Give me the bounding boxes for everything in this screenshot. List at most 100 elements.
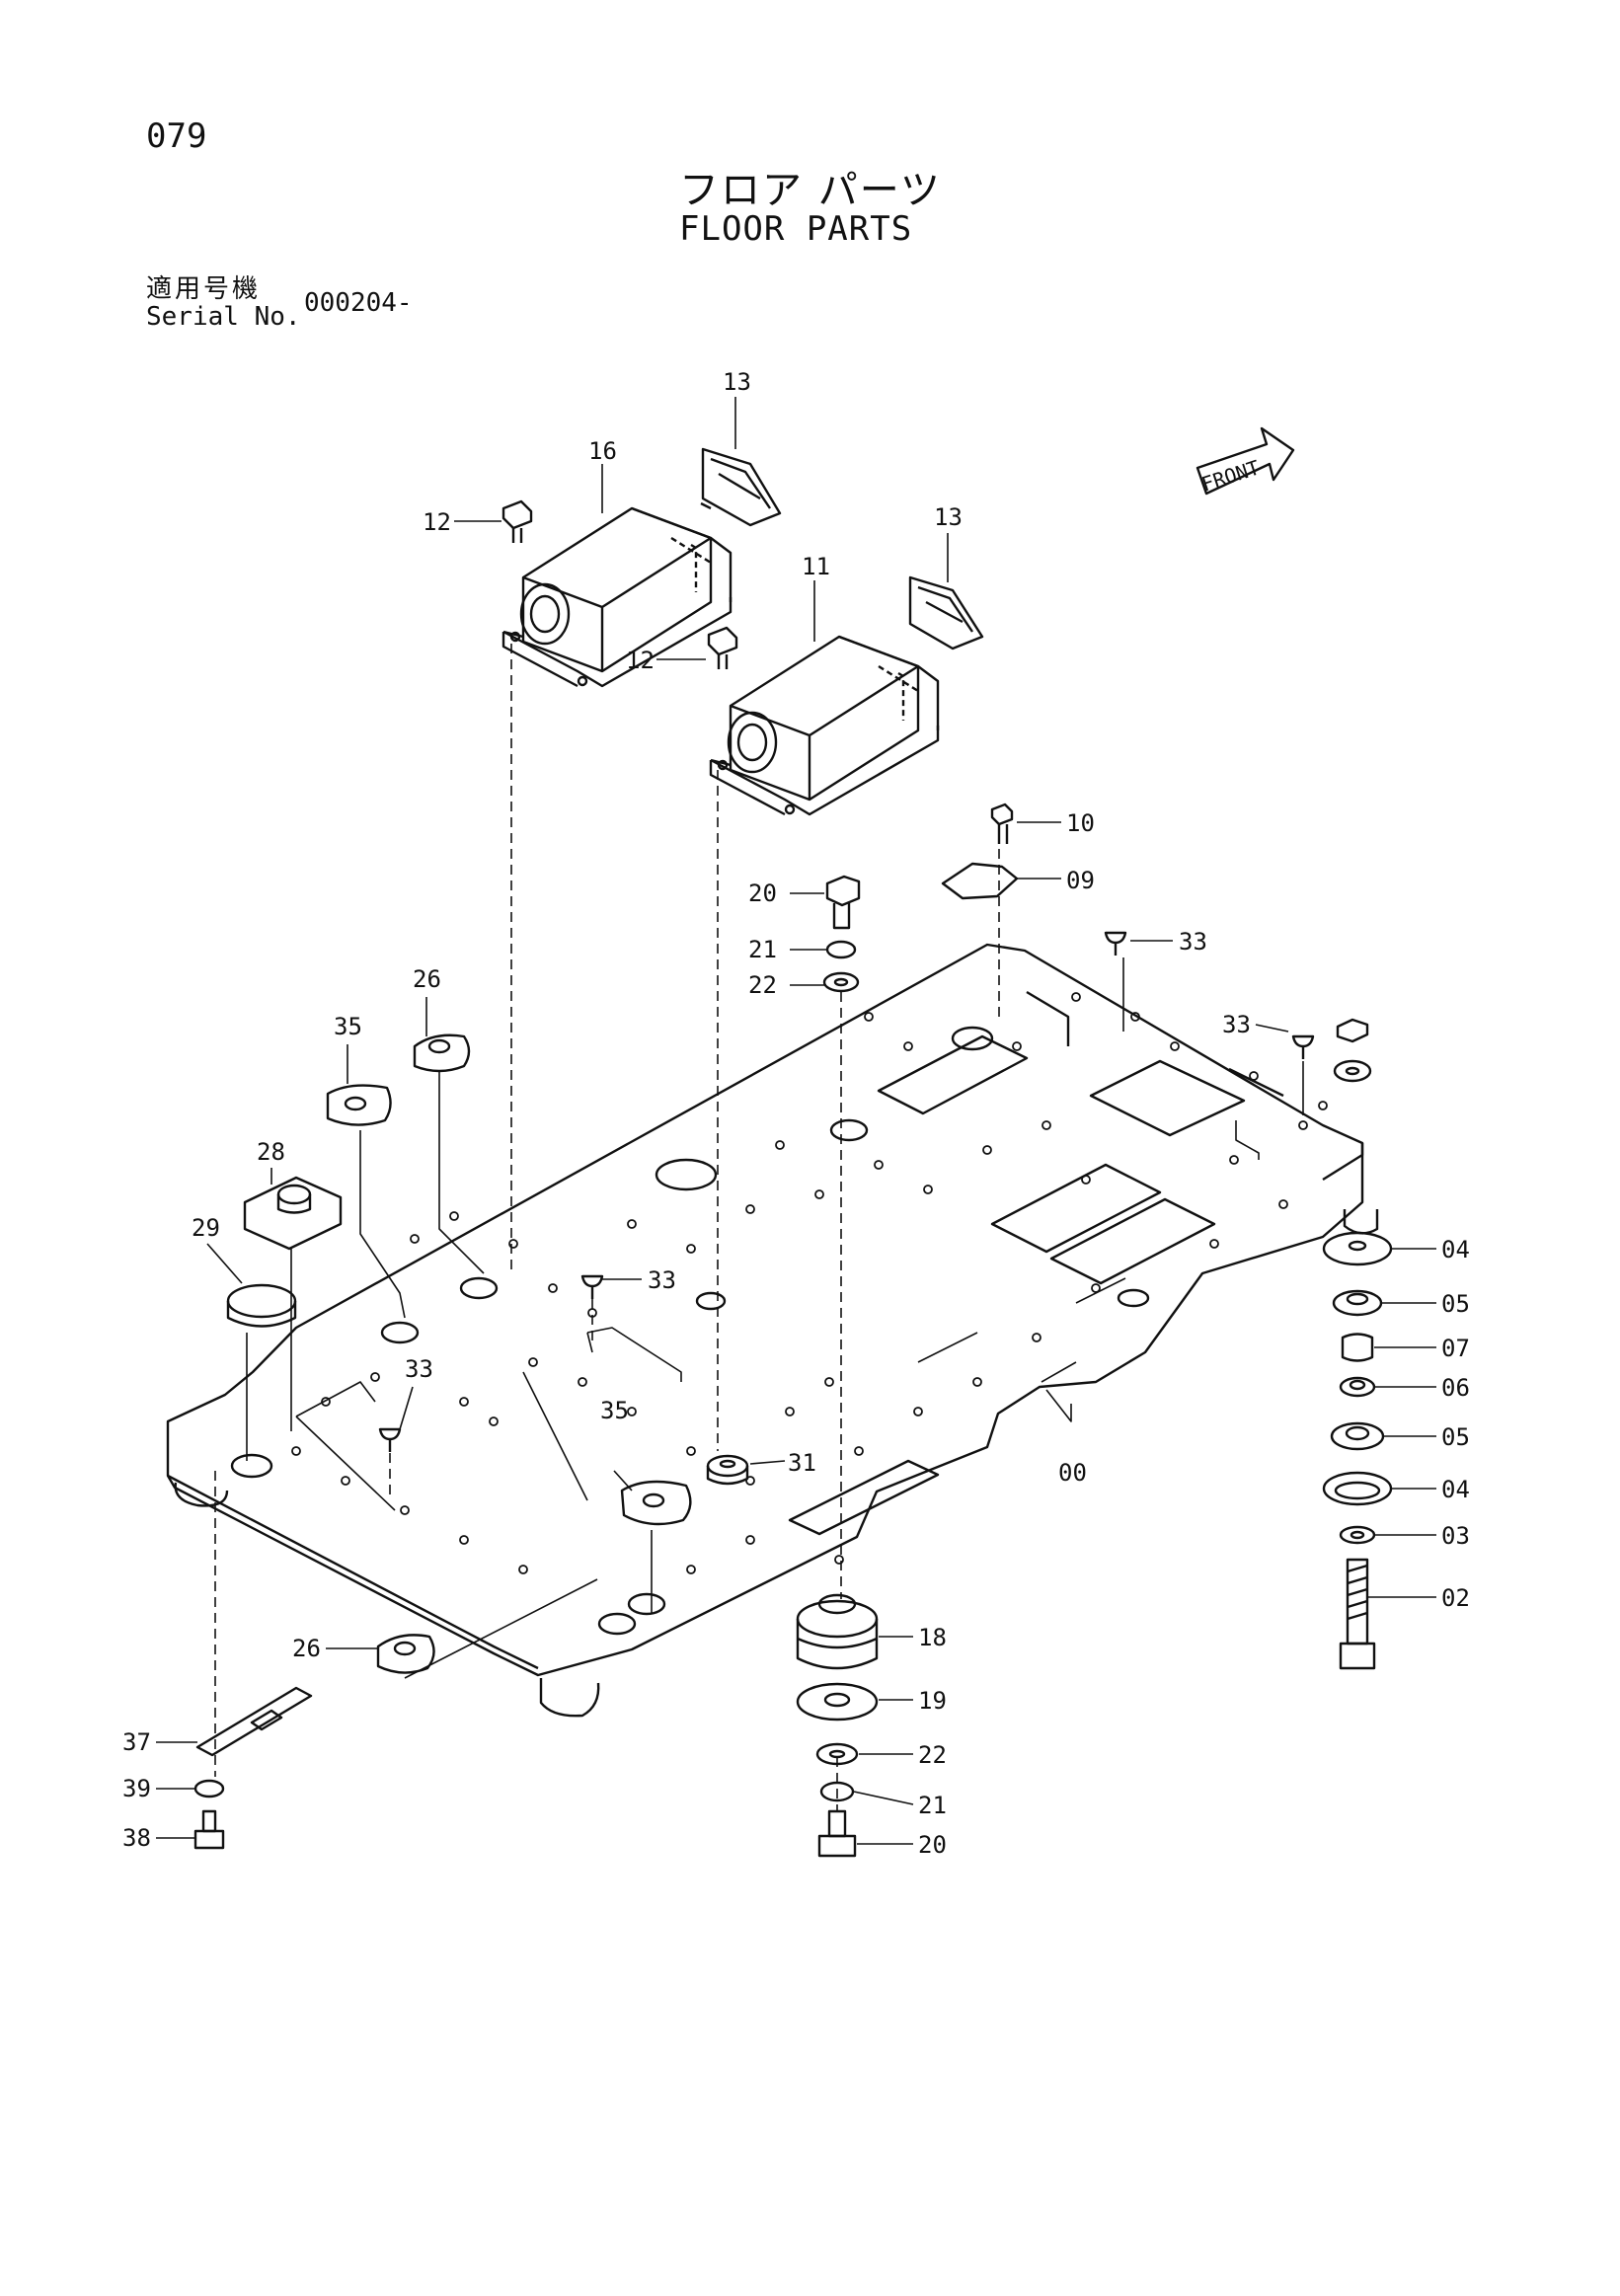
callout-label: 33 bbox=[1222, 1011, 1251, 1038]
connector-13 bbox=[908, 575, 984, 651]
nut bbox=[1336, 1018, 1369, 1043]
callout-label: 26 bbox=[292, 1635, 321, 1662]
page-title: FLOOR PARTS bbox=[679, 209, 913, 249]
bolt-33 bbox=[1104, 931, 1127, 956]
callout-label: 10 bbox=[1066, 809, 1095, 837]
callout-label: 06 bbox=[1441, 1374, 1470, 1402]
mount-stack-center bbox=[796, 1593, 879, 1858]
damper-05 bbox=[1332, 1289, 1383, 1317]
rubber-26 bbox=[376, 1634, 435, 1674]
connector-13 bbox=[700, 447, 782, 527]
oval-hole bbox=[459, 1276, 499, 1300]
washer bbox=[1333, 1059, 1372, 1083]
rubber-26 bbox=[413, 1033, 471, 1073]
callout-labels: 13 16 12 13 11 12 10 09 20 21 22 33 33 2… bbox=[122, 368, 1470, 1859]
plate-opening-4 bbox=[1089, 1059, 1246, 1137]
callout-label: 16 bbox=[588, 437, 617, 465]
callout-label: 05 bbox=[1441, 1290, 1470, 1318]
plate-opening-2 bbox=[990, 1163, 1162, 1254]
plate-foot bbox=[539, 1678, 600, 1718]
callout-label: 26 bbox=[413, 965, 441, 993]
rubber-mount-18 bbox=[796, 1593, 879, 1670]
bolt-38 bbox=[193, 1809, 225, 1850]
callout-label: 22 bbox=[918, 1741, 947, 1769]
callout-label: 31 bbox=[788, 1449, 816, 1477]
mount-28 bbox=[243, 1176, 343, 1251]
washer-22 bbox=[822, 971, 860, 993]
bolt-33 bbox=[378, 1427, 402, 1452]
washer-03 bbox=[1339, 1525, 1376, 1545]
assembly-lines bbox=[214, 644, 1000, 1811]
control-box-11 bbox=[709, 635, 940, 816]
page-title-japanese: フロア パーツ bbox=[679, 168, 942, 213]
callout-label: 39 bbox=[122, 1775, 151, 1802]
oval-hole bbox=[695, 1291, 727, 1311]
bolt-20 bbox=[825, 875, 861, 930]
plate-opening-5 bbox=[788, 1459, 940, 1536]
oval-hole bbox=[829, 1118, 869, 1142]
plate-foot bbox=[174, 1482, 229, 1507]
callout-leaders bbox=[156, 397, 1436, 1845]
callout-label: 09 bbox=[1066, 867, 1095, 894]
plate-opening-3 bbox=[1049, 1197, 1216, 1285]
front-arrow-icon: FRONT bbox=[1196, 426, 1295, 497]
bolt-33 bbox=[1291, 1034, 1315, 1059]
serial-label-japanese: 適用号機 bbox=[146, 274, 262, 304]
callout-label: 07 bbox=[1441, 1335, 1470, 1362]
damper-05 bbox=[1330, 1421, 1385, 1451]
callout-label: 20 bbox=[918, 1831, 947, 1859]
oval-hole bbox=[627, 1592, 666, 1616]
rubber-35 bbox=[326, 1084, 392, 1126]
callout-label: 28 bbox=[257, 1138, 285, 1166]
callout-label: 21 bbox=[918, 1792, 947, 1819]
serial-value: 000204- bbox=[304, 288, 413, 318]
callout-label: 04 bbox=[1441, 1236, 1470, 1263]
bolt-33 bbox=[580, 1274, 604, 1299]
bolt-12 bbox=[501, 499, 533, 543]
bolt-12 bbox=[707, 626, 738, 669]
callout-label: 33 bbox=[405, 1355, 433, 1383]
plate-washer-19 bbox=[796, 1682, 879, 1722]
control-box-16 bbox=[501, 506, 733, 688]
callout-label: 02 bbox=[1441, 1584, 1470, 1612]
rubber-35 bbox=[620, 1480, 692, 1526]
oval-hole bbox=[1117, 1288, 1150, 1308]
callout-label: 38 bbox=[122, 1824, 151, 1852]
callout-label: 18 bbox=[918, 1624, 947, 1651]
rubber-31 bbox=[706, 1454, 749, 1486]
callout-label: 35 bbox=[334, 1013, 362, 1040]
oval-hole bbox=[951, 1026, 994, 1051]
callout-label: 12 bbox=[423, 508, 451, 536]
collar-07 bbox=[1341, 1333, 1374, 1362]
callout-label: 00 bbox=[1058, 1459, 1087, 1487]
callout-label: 11 bbox=[802, 553, 830, 580]
leader-lines bbox=[246, 957, 1304, 1679]
callout-label: 03 bbox=[1441, 1522, 1470, 1550]
bolt-10 bbox=[990, 803, 1014, 844]
callout-label: 19 bbox=[918, 1687, 947, 1715]
callout-label: 33 bbox=[648, 1266, 676, 1294]
front-label: FRONT bbox=[1198, 455, 1263, 496]
floor-plate-edge bbox=[167, 1143, 1364, 1670]
callout-label: 13 bbox=[723, 368, 751, 396]
callout-label: 21 bbox=[748, 936, 777, 963]
bolt-20 bbox=[817, 1809, 857, 1858]
callout-label: 29 bbox=[192, 1214, 220, 1242]
plate-step-outline bbox=[1026, 990, 1284, 1098]
callout-label: 37 bbox=[122, 1728, 151, 1756]
oval-hole bbox=[597, 1612, 637, 1636]
cover-plate-09 bbox=[941, 862, 1019, 900]
callout-label: 22 bbox=[748, 971, 777, 999]
plate-opening-1 bbox=[877, 1034, 1029, 1115]
callout-label: 33 bbox=[1179, 928, 1207, 956]
spring-washer-21 bbox=[825, 940, 857, 959]
callout-label: 20 bbox=[748, 880, 777, 907]
callout-label: 12 bbox=[626, 647, 655, 674]
serial-label: Serial No. bbox=[146, 302, 301, 332]
cushion-washer-04 bbox=[1322, 1471, 1393, 1506]
bolt-02 bbox=[1339, 1558, 1376, 1670]
cushion-washer-04 bbox=[1322, 1231, 1393, 1266]
cushion-29 bbox=[226, 1283, 297, 1328]
callout-label: 05 bbox=[1441, 1423, 1470, 1451]
